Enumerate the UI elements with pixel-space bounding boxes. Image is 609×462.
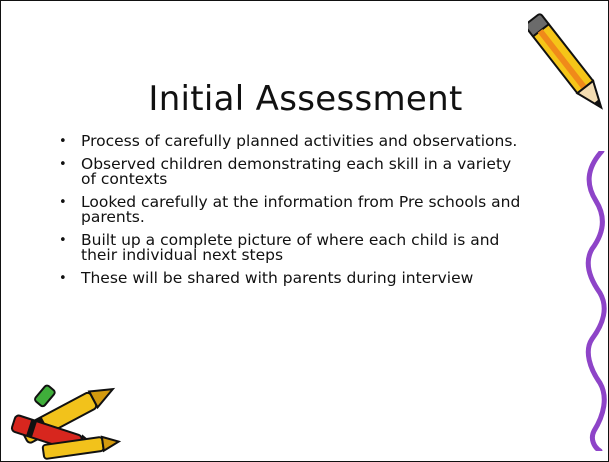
bullet-item: • Built up a complete picture of where e… <box>59 231 529 264</box>
crayons-clipart <box>10 384 122 460</box>
slide-title: Initial Assessment <box>148 79 463 119</box>
purple-squiggle-border <box>585 151 607 451</box>
bullet-item: • Observed children demonstrating each s… <box>59 155 529 188</box>
bullet-dot: • <box>59 271 67 286</box>
bullet-text: These will be shared with parents during… <box>81 269 474 287</box>
bullet-text: Looked carefully at the information from… <box>81 193 521 226</box>
bullet-item: • These will be shared with parents duri… <box>59 269 529 287</box>
bullet-list: • Process of carefully planned activitie… <box>59 132 529 294</box>
bullet-text: Built up a complete picture of where eac… <box>81 231 500 264</box>
bullet-dot: • <box>59 195 67 210</box>
bullet-item: • Looked carefully at the information fr… <box>59 193 529 226</box>
bullet-dot: • <box>59 157 67 172</box>
bullet-dot: • <box>59 233 67 248</box>
pencil-clipart <box>528 13 603 110</box>
bullet-text: Observed children demonstrating each ski… <box>81 155 512 188</box>
bullet-text: Process of carefully planned activities … <box>81 132 518 150</box>
bullet-dot: • <box>59 134 67 149</box>
bullet-item: • Process of carefully planned activitie… <box>59 132 529 150</box>
